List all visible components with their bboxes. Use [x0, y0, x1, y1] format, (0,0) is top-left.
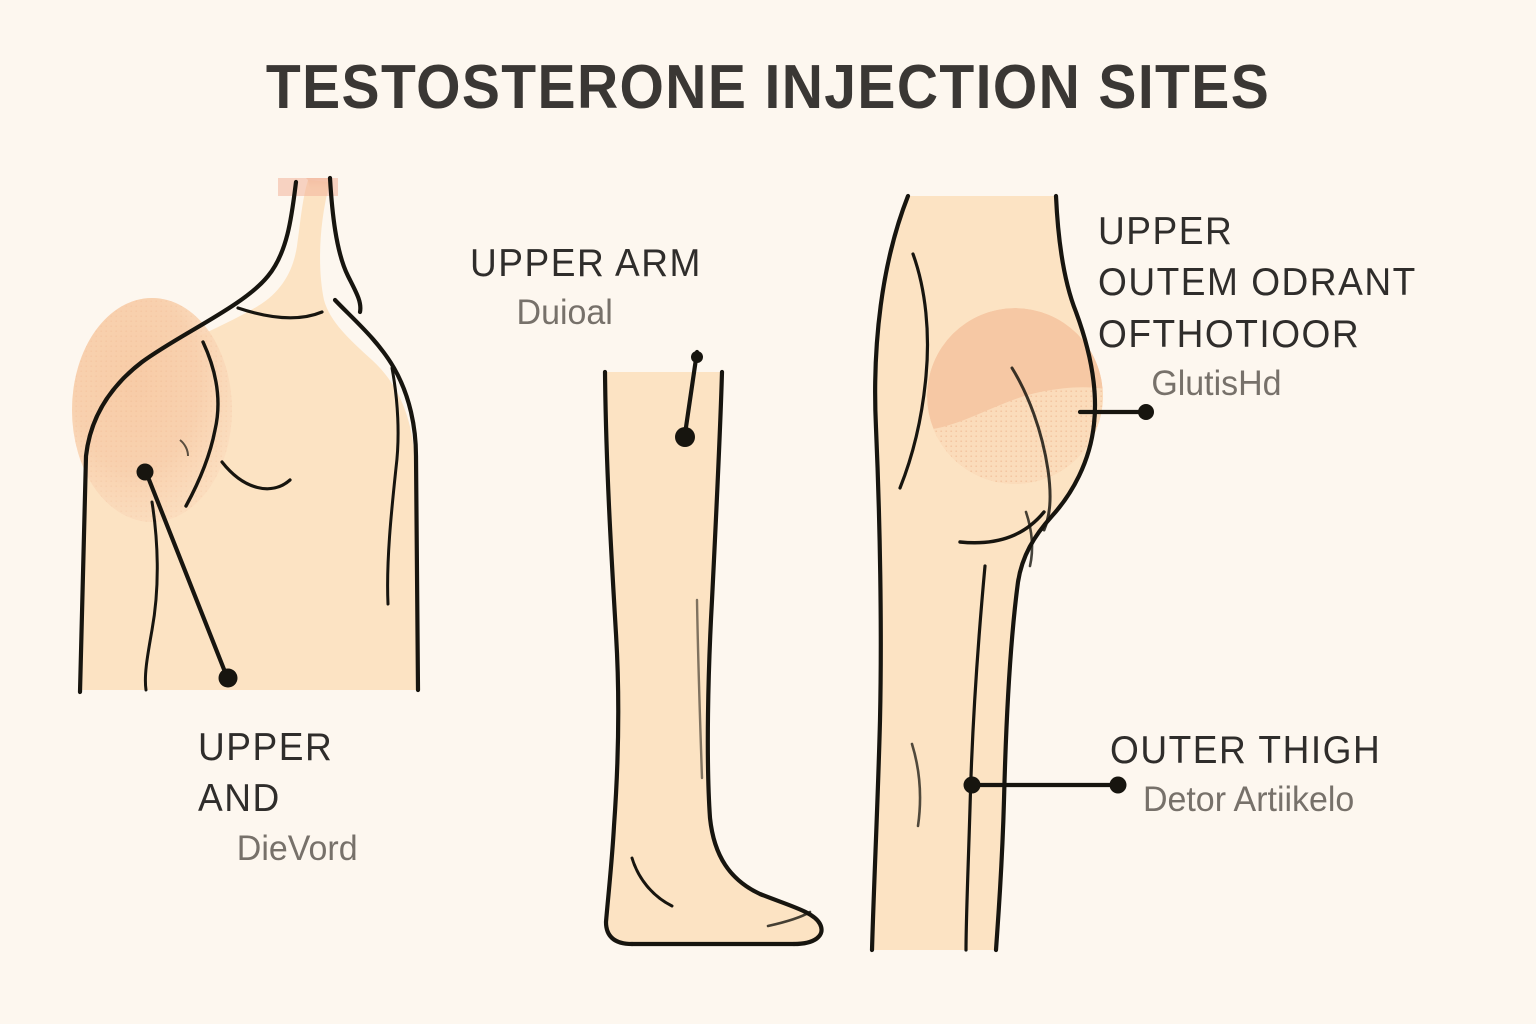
label-gluteal: UPPER OUTEM ODRANT OFTHOTIOOR GlutisHd [1098, 206, 1434, 408]
shoulder-right-outline [332, 297, 421, 693]
gluteal-circle-lower [927, 387, 1103, 484]
leg-right-outline [705, 369, 824, 947]
gluteal-title-line3: OFTHOTIOOR [1098, 312, 1361, 356]
hip-dimple-line [910, 742, 922, 828]
deltoid-subtitle: DieVord [236, 828, 358, 868]
deltoid-title-line2: AND [198, 777, 281, 821]
torso-front-figure [72, 175, 421, 695]
gluteal-crease [1010, 366, 1052, 532]
arm-inner-crease [143, 500, 159, 692]
clavicle-line [236, 306, 324, 320]
outer-thigh-subtitle: Detor Artiikelo [1142, 780, 1355, 820]
deltoid-small-mark [179, 439, 189, 457]
thigh-site-dot [963, 776, 981, 794]
label-upper-arm: UPPER ARM Duioal [470, 238, 714, 337]
outer-thigh-title: OUTER THIGH [1110, 729, 1382, 772]
gluteal-fold-small [1024, 510, 1034, 568]
deltoid-crease [184, 340, 220, 508]
gluteal-label-dot [1138, 404, 1154, 420]
gluteal-highlight-group [927, 308, 1103, 484]
toe-crease [766, 910, 812, 928]
hip-thigh-figure [869, 193, 1154, 953]
lower-leg-figure [602, 349, 824, 947]
gluteal-title-line1: UPPER [1098, 210, 1234, 253]
page-title: TESTOSTERONE INJECTION SITES [265, 53, 1271, 122]
leg-foot-fill [605, 372, 822, 944]
deltoid-title-line1: UPPER [198, 726, 334, 769]
calf-inner-line [695, 598, 704, 780]
thigh-label-dot [1109, 776, 1127, 794]
deltoid-site-dot [136, 463, 154, 481]
thigh-crease-line [958, 510, 1046, 545]
buttock-fold-line [898, 252, 930, 490]
label-outer-thigh: OUTER THIGH Detor Artiikelo [1110, 725, 1396, 824]
leg-left-outline [602, 369, 635, 947]
gluteal-subtitle: GlutisHd [1151, 364, 1282, 404]
ankle-crease [630, 856, 674, 908]
arm-leader-line [682, 349, 700, 437]
upper-arm-subtitle: Duioal [516, 293, 613, 333]
torso-left-outline [77, 179, 299, 695]
deltoid-label-dot [218, 668, 238, 688]
right-torso-crease [386, 366, 400, 606]
pectoral-line [220, 460, 292, 491]
gluteal-title-line2: OUTEM ODRANT [1098, 261, 1417, 305]
arm-leader-top-dot [691, 351, 703, 363]
shoulder-deltoid-texture [72, 298, 232, 522]
neck-right-outline [327, 175, 363, 315]
hip-left-outline [869, 193, 911, 953]
arm-site-dot [675, 427, 695, 447]
label-deltoid: UPPER AND DieVord [198, 722, 363, 872]
upper-arm-title: UPPER ARM [470, 242, 702, 285]
torso-body-fill [82, 180, 418, 690]
deltoid-leader-line [143, 469, 230, 680]
